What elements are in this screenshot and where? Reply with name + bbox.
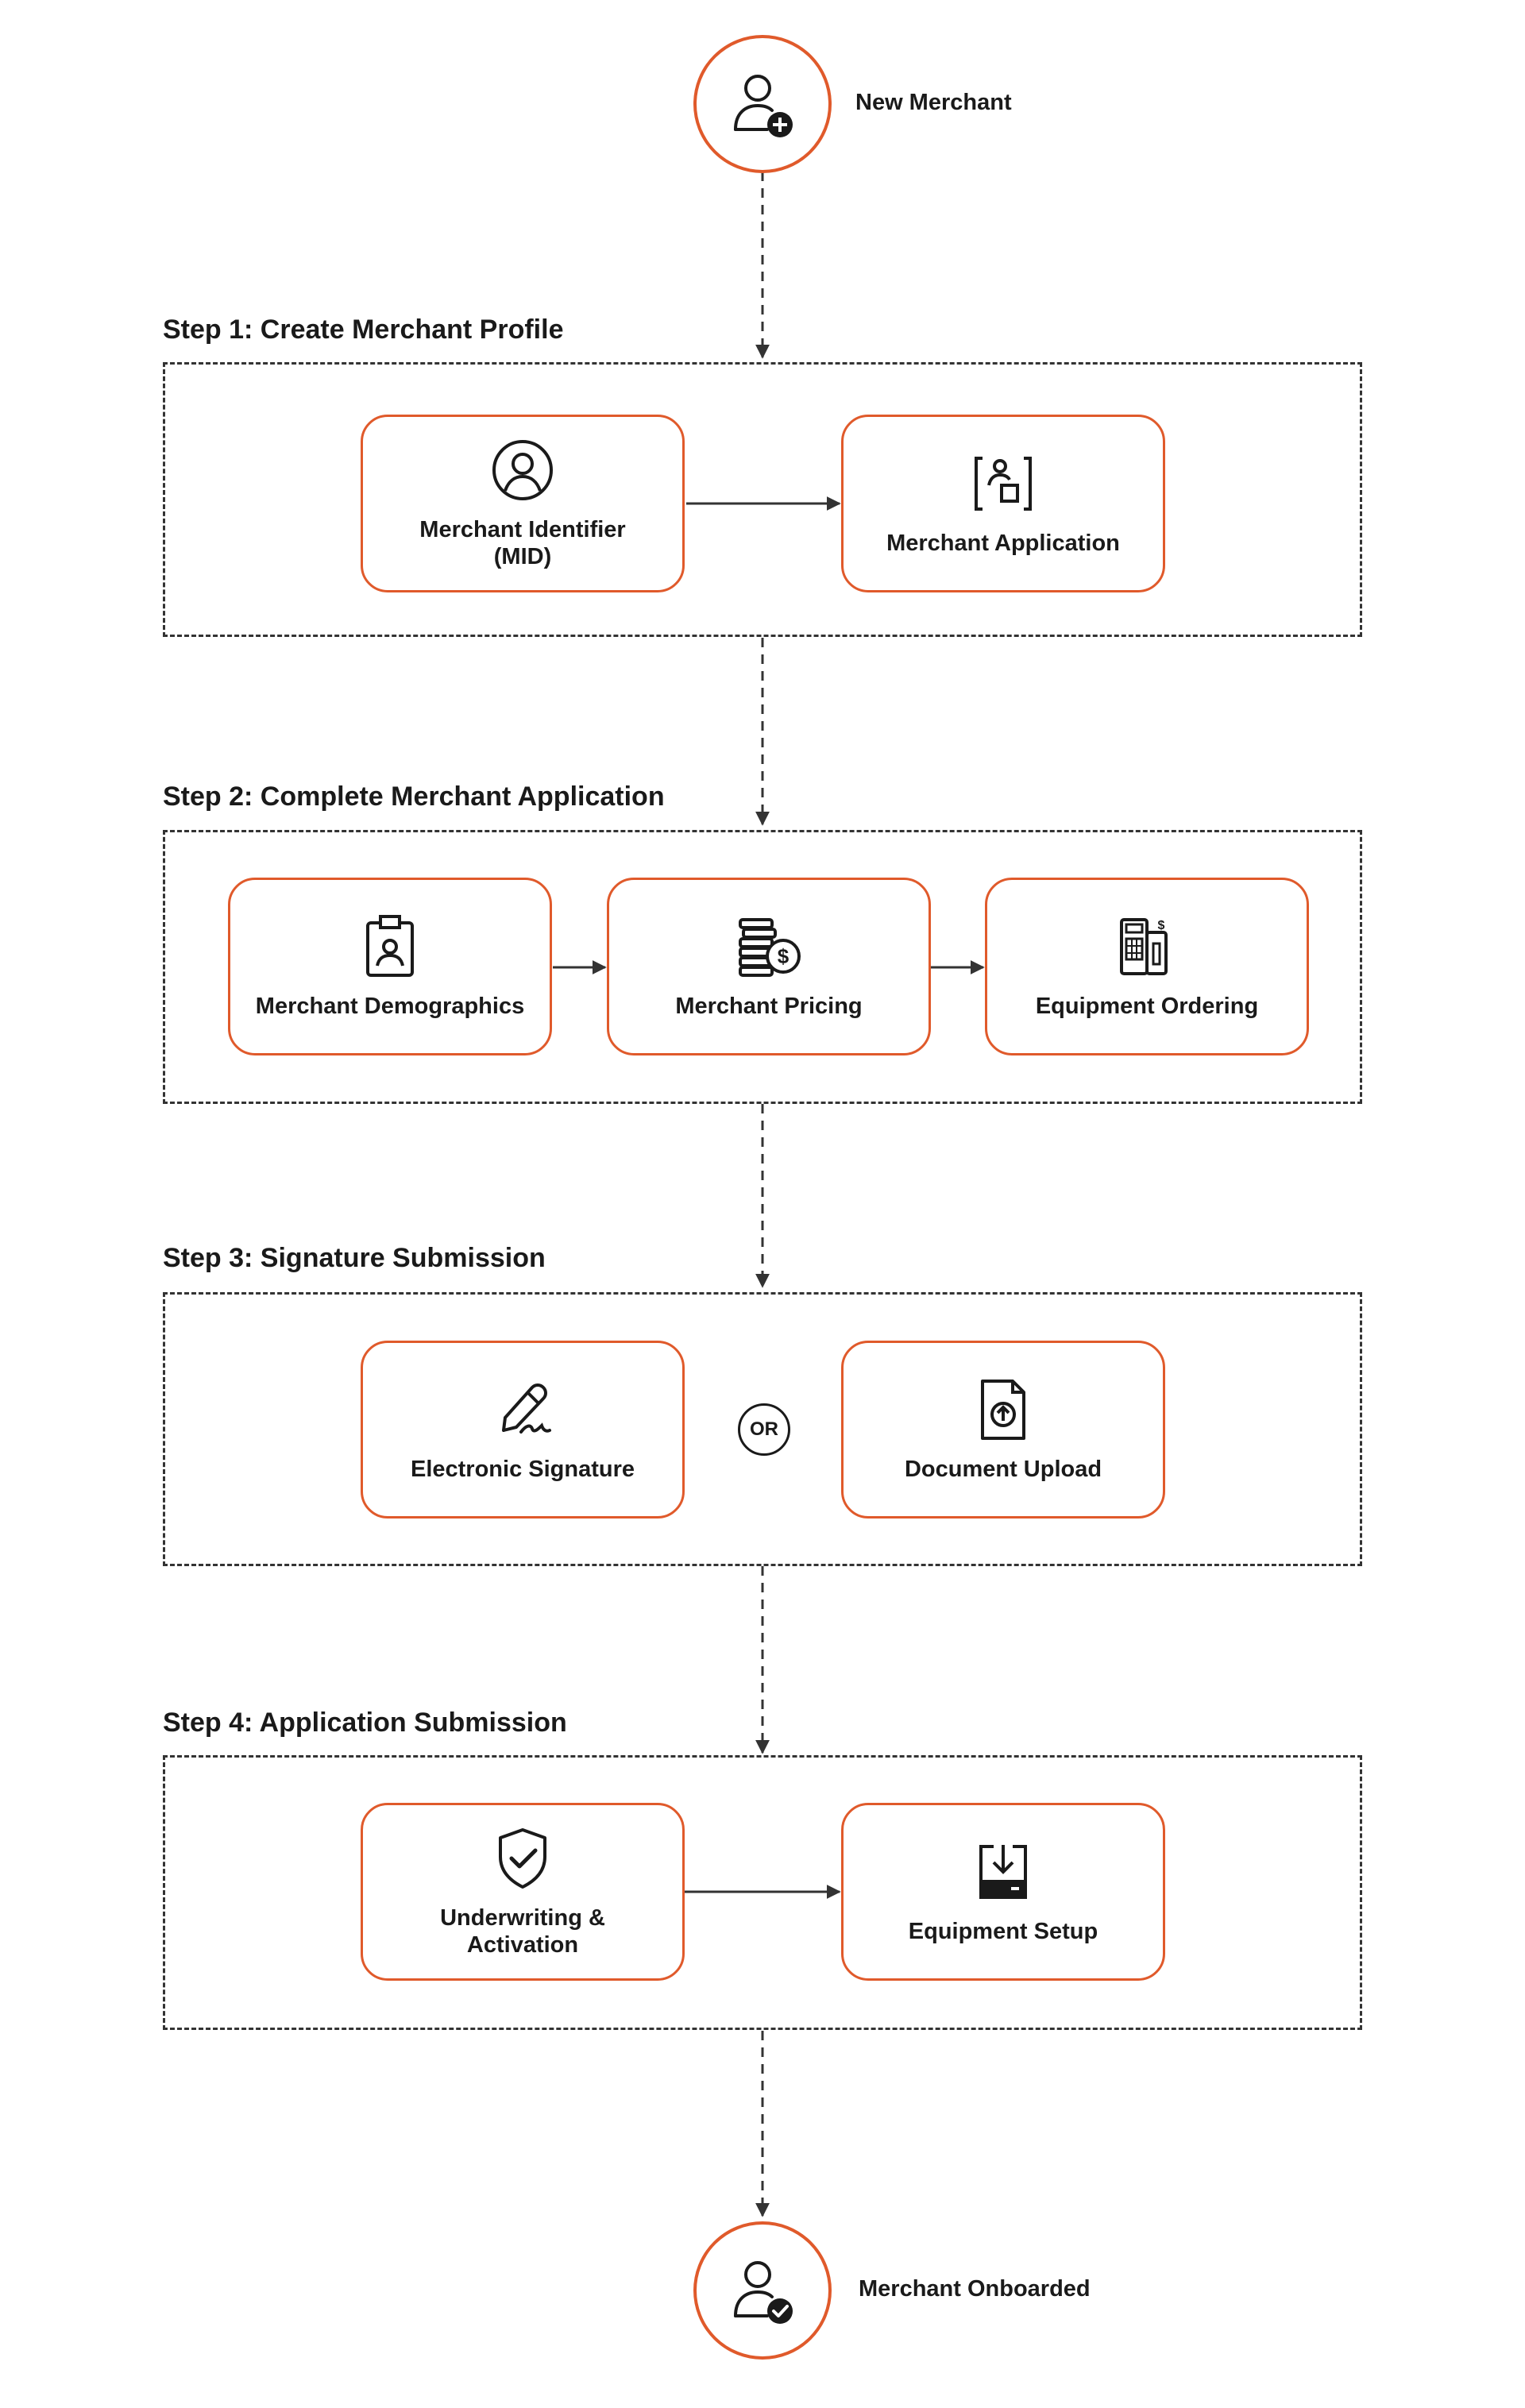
card-document-upload: Document Upload — [841, 1341, 1165, 1519]
step-3-box — [163, 1292, 1362, 1566]
card-label: Document Upload — [904, 1457, 1102, 1482]
step-3-title: Step 3: Signature Submission — [163, 1243, 546, 1273]
step-1-box — [163, 362, 1362, 637]
card-merchant-application: Merchant Application — [841, 415, 1165, 592]
download-tray-icon — [979, 1845, 1027, 1899]
start-node — [693, 35, 832, 173]
card-underwriting-activation: Underwriting & Activation — [361, 1803, 685, 1981]
user-check-icon — [734, 2261, 793, 2324]
card-label: Electronic Signature — [410, 1457, 635, 1482]
user-circle-icon — [492, 440, 553, 500]
svg-text:$: $ — [1158, 919, 1165, 932]
card-electronic-signature: Electronic Signature — [361, 1341, 685, 1519]
card-label: Merchant Identifier (MID) — [419, 517, 626, 569]
start-label: New Merchant — [855, 90, 1012, 115]
card-label: Underwriting & Activation — [440, 1905, 605, 1958]
pos-terminal-icon: $ — [1120, 918, 1168, 975]
card-label: Merchant Demographics — [255, 994, 525, 1019]
end-node — [693, 2221, 832, 2360]
document-upload-icon — [981, 1380, 1025, 1440]
card-merchant-identifier: Merchant Identifier (MID) — [361, 415, 685, 592]
step-1-title: Step 1: Create Merchant Profile — [163, 315, 564, 345]
card-label: Equipment Ordering — [1035, 994, 1259, 1019]
card-label: Merchant Application — [886, 531, 1120, 556]
end-label: Merchant Onboarded — [859, 2276, 1091, 2302]
step-4-box — [163, 1755, 1362, 2030]
svg-text:$: $ — [778, 944, 790, 968]
step-4-title: Step 4: Application Submission — [163, 1708, 567, 1738]
shield-check-icon — [499, 1828, 546, 1889]
card-label: Merchant Pricing — [675, 994, 863, 1019]
step-2-title: Step 2: Complete Merchant Application — [163, 781, 665, 812]
card-label: Equipment Setup — [908, 1919, 1098, 1944]
or-divider: OR — [738, 1403, 790, 1456]
card-equipment-setup: Equipment Setup — [841, 1803, 1165, 1981]
card-merchant-demographics: Merchant Demographics — [228, 878, 552, 1055]
card-equipment-ordering: $ Equipment Ordering — [985, 878, 1309, 1055]
coins-dollar-icon: $ — [739, 918, 801, 977]
user-add-icon — [734, 75, 793, 137]
step-2-box — [163, 830, 1362, 1104]
id-badge-icon — [366, 915, 414, 977]
card-merchant-pricing: $ Merchant Pricing — [607, 878, 931, 1055]
signature-pen-icon — [502, 1383, 551, 1434]
user-frame-icon — [975, 457, 1032, 511]
